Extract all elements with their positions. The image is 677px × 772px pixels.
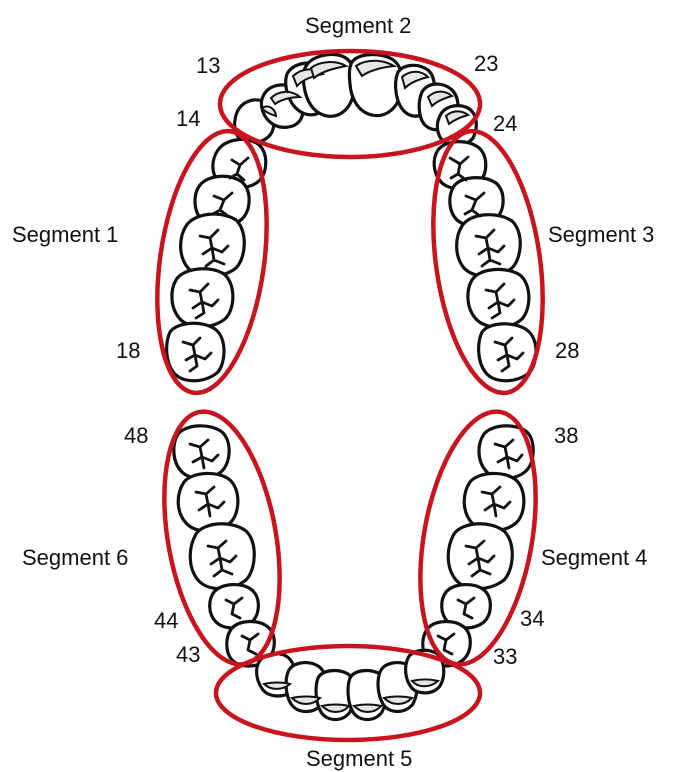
lower-left-posterior-teeth bbox=[174, 426, 274, 666]
tooth-number-13: 13 bbox=[196, 53, 220, 78]
segment-4-label: Segment 4 bbox=[541, 545, 647, 570]
tooth-number-44: 44 bbox=[154, 608, 178, 633]
tooth-number-38: 38 bbox=[554, 423, 578, 448]
tooth-number-48: 48 bbox=[124, 423, 148, 448]
lower-anterior-teeth bbox=[257, 650, 444, 719]
segment-1-label: Segment 1 bbox=[12, 222, 118, 247]
tooth-number-24: 24 bbox=[493, 111, 517, 136]
upper-right-posterior-teeth bbox=[434, 142, 536, 381]
tooth-number-14: 14 bbox=[176, 106, 200, 131]
segment-5-label: Segment 5 bbox=[306, 746, 412, 771]
segment-2-label: Segment 2 bbox=[305, 13, 411, 38]
tooth-number-23: 23 bbox=[474, 51, 498, 76]
lower-right-posterior-teeth bbox=[423, 426, 534, 666]
tooth-number-43: 43 bbox=[176, 642, 200, 667]
tooth-number-18: 18 bbox=[116, 338, 140, 363]
segment-6-label: Segment 6 bbox=[22, 545, 128, 570]
segment-3-label: Segment 3 bbox=[548, 222, 654, 247]
tooth-number-33: 33 bbox=[493, 644, 517, 669]
tooth-46 bbox=[190, 524, 254, 589]
tooth-number-34: 34 bbox=[520, 606, 544, 631]
tooth-number-28: 28 bbox=[555, 338, 579, 363]
tooth-36 bbox=[448, 524, 512, 589]
